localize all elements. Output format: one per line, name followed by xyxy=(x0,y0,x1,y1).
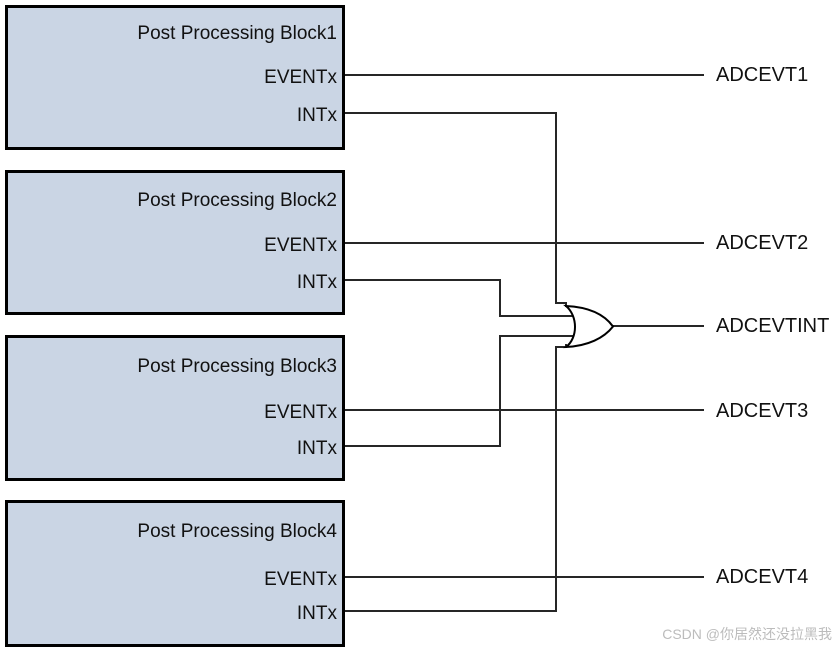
post-processing-block-4: Post Processing Block4 EVENTx INTx xyxy=(5,500,345,647)
intx2-wire xyxy=(344,279,574,317)
block-title: Post Processing Block4 xyxy=(137,521,337,542)
signal-label-adcevt4: ADCEVT4 xyxy=(716,566,809,588)
watermark: CSDN @你居然还没拉黑我 xyxy=(662,626,832,642)
post-processing-block-2: Post Processing Block2 EVENTx INTx xyxy=(5,170,345,315)
post-processing-block-1: Post Processing Block1 EVENTx INTx xyxy=(5,5,345,150)
signal-label-adcevt3: ADCEVT3 xyxy=(716,400,809,422)
signal-label-adcevt2: ADCEVT2 xyxy=(716,232,809,254)
event-port-label: EVENTx xyxy=(264,235,337,256)
post-processing-block-3: Post Processing Block3 EVENTx INTx xyxy=(5,335,345,481)
block-title: Post Processing Block3 xyxy=(137,356,337,377)
event-port-label: EVENTx xyxy=(264,569,337,590)
int-port-label: INTx xyxy=(296,272,337,293)
or-gate xyxy=(562,304,615,349)
intx4-wire xyxy=(344,344,567,612)
block-title: Post Processing Block1 xyxy=(137,23,337,44)
block-title: Post Processing Block2 xyxy=(137,190,337,211)
int-port-label: INTx xyxy=(296,603,337,624)
intx1-wire xyxy=(344,112,567,307)
int-port-label: INTx xyxy=(296,438,337,459)
event-port-label: EVENTx xyxy=(264,402,337,423)
event-port-label: EVENTx xyxy=(264,67,337,88)
signal-label-adcevtint: ADCEVTINT xyxy=(716,315,830,337)
intx3-wire xyxy=(344,335,574,447)
signal-label-adcevt1: ADCEVT1 xyxy=(716,64,809,86)
int-port-label: INTx xyxy=(296,105,337,126)
